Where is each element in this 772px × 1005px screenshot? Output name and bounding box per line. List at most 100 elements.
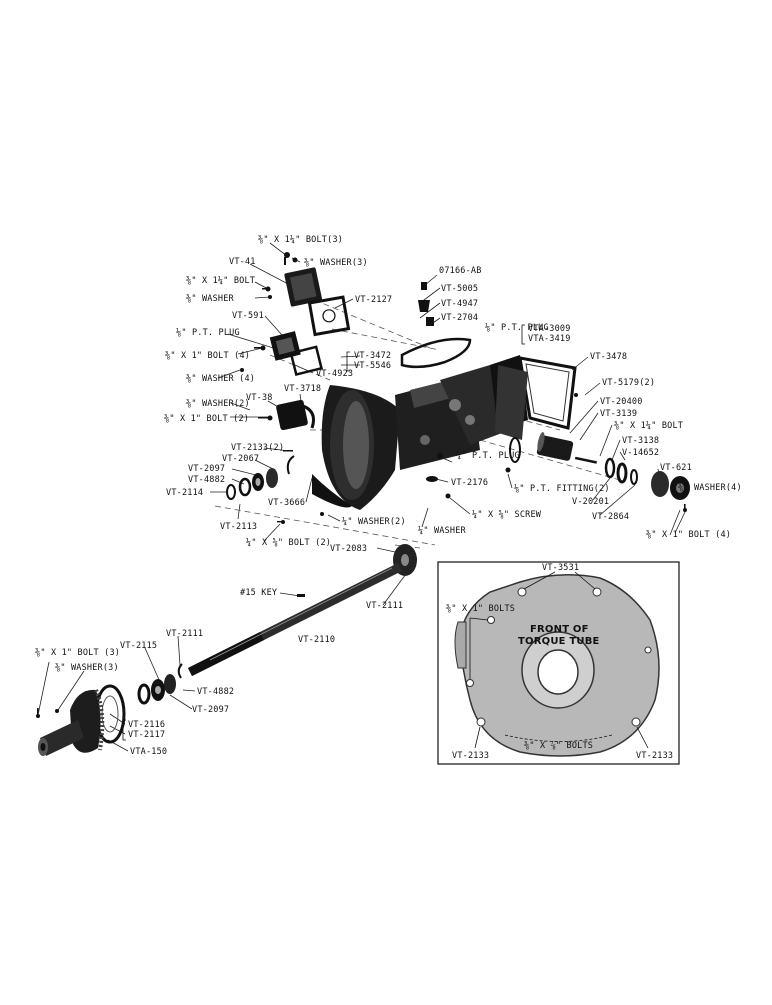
- label-vt38: VT-38: [246, 393, 273, 403]
- label-vt2116: VT-2116: [128, 720, 165, 730]
- bearing-stack-upper: [226, 455, 295, 500]
- label-vta3419: VTA-3419: [528, 334, 571, 344]
- bearing-retainer-vt20400: [536, 432, 574, 461]
- label-bolt-top: ⅜" X 1¼" BOLT(3): [258, 235, 343, 245]
- shield-vt3666: [312, 474, 352, 508]
- label-washer-2b: ¼" WASHER(2): [342, 517, 406, 527]
- label-washer-left: ⅜" WASHER: [186, 294, 235, 304]
- label-vt2097-low: VT-2097: [192, 705, 229, 715]
- label-washer4-right: ⅜" WASHER(4): [678, 483, 742, 493]
- label-pt-plug-top: ⅛" P.T. PLUG: [485, 323, 549, 333]
- label-vt2127: VT-2127: [355, 295, 392, 305]
- label-bolt4-right: ⅜" X 1" BOLT (4): [646, 530, 731, 540]
- bolt-vt3139: [574, 456, 597, 464]
- gasket-vt4923: [289, 345, 324, 377]
- label-v20201: V-20201: [572, 497, 609, 507]
- label-vta150: VTA-150: [130, 747, 167, 757]
- inset-vt2133-left: VT-2133: [452, 751, 489, 761]
- bolt-icon: [240, 345, 266, 372]
- label-bolt3-low: ⅜" X 1" BOLT (3): [35, 648, 120, 658]
- bolt-icon: [36, 708, 59, 718]
- label-bolt2: ⅜" X 1" BOLT (2): [164, 414, 249, 424]
- plug-icons: [426, 453, 511, 499]
- inset-vt3531: VT-3531: [542, 563, 579, 573]
- label-pt-plug-left: ⅛" P.T. PLUG: [176, 328, 240, 338]
- label-vt20400: VT-20400: [600, 397, 643, 407]
- label-vt2111-b: VT-2111: [166, 629, 203, 639]
- label-pt-plug-mid: ¼" P.T. PLUG: [456, 451, 520, 461]
- label-vt2864: VT-2864: [592, 512, 629, 522]
- label-vt2114: VT-2114: [166, 488, 203, 498]
- label-vt3472: VT-3472: [354, 351, 391, 361]
- label-vt41: VT-41: [229, 257, 256, 267]
- label-vt4882-top: VT-4882: [188, 475, 225, 485]
- label-v14652: V-14652: [622, 448, 659, 458]
- bracket-3472-5546: [346, 351, 350, 372]
- label-bolt-2b: ¼" X ⅝" BOLT (2): [246, 538, 331, 548]
- label-vt2097-top: VT-2097: [188, 464, 225, 474]
- cover-vt38: [276, 399, 308, 431]
- label-vt2115: VT-2115: [120, 641, 157, 651]
- label-vt3478: VT-3478: [590, 352, 627, 362]
- label-washer-mid: ¼" WASHER: [418, 526, 467, 536]
- inset-vt2133-right: VT-2133: [636, 751, 673, 761]
- label-vt2113: VT-2113: [220, 522, 257, 532]
- inset-bolts-left: ⅜" X 1" BOLTS: [446, 604, 515, 614]
- ring-gear-vta150: [38, 689, 105, 756]
- bolt-icon: [574, 393, 687, 512]
- part-labels: ⅜" X 1¼" BOLT(3) ⅜" WASHER(3) VT-41 ⅜" X…: [35, 235, 742, 757]
- label-screw: ¼" X ⅝" SCREW: [472, 510, 542, 520]
- label-washer2: ⅜" WASHER(2): [186, 399, 250, 409]
- label-vt3139: VT-3139: [600, 409, 637, 419]
- cover-plate-vt41: [284, 267, 323, 307]
- key-icon: [297, 594, 305, 597]
- label-bolt-left: ⅜" X 1¼" BOLT: [186, 276, 255, 286]
- label-washer3-low: ⅜" WASHER(3): [55, 663, 119, 673]
- inset-leaders: [469, 571, 649, 749]
- coupling-vt621: [651, 471, 690, 500]
- label-vt2110: VT-2110: [298, 635, 335, 645]
- gasket-vt3472: [400, 337, 472, 369]
- gasket-vt2127: [307, 295, 351, 337]
- seal-rings: [604, 457, 638, 485]
- leader-lines: [37, 242, 686, 752]
- breather-fittings: [418, 282, 434, 326]
- label-pt-fitting: ⅛" P.T. FITTING(2): [514, 484, 610, 494]
- inset-bolts-bottom: ⅜" X ⅞" BOLTS: [524, 741, 593, 751]
- label-vt2117: VT-2117: [128, 730, 165, 740]
- label-vt2083: VT-2083: [330, 544, 367, 554]
- bolt-icon: [277, 450, 324, 524]
- label-vt2176: VT-2176: [451, 478, 488, 488]
- inset-title-2: TORQUE TUBE: [518, 636, 600, 647]
- label-vta3009: VTA-3009: [528, 324, 571, 334]
- rear-cover-vt3478: [518, 356, 577, 430]
- label-07166: 07166-AB: [439, 266, 482, 276]
- gasket-oval: [509, 437, 521, 463]
- label-vt2704: VT-2704: [441, 313, 478, 323]
- label-vt5005: VT-5005: [441, 284, 478, 294]
- label-vt4882-low: VT-4882: [197, 687, 234, 697]
- parts: [36, 252, 690, 756]
- bolt-icon: [262, 252, 298, 299]
- label-vt5546: VT-5546: [354, 361, 391, 371]
- label-washer4-left: ⅜" WASHER (4): [186, 374, 255, 384]
- inset-title-1: FRONT OF: [530, 624, 589, 635]
- bolt-icon: [258, 415, 273, 421]
- label-vt3666: VT-3666: [268, 498, 305, 508]
- label-vt3138: VT-3138: [622, 436, 659, 446]
- label-vt2133-2: VT-2133(2): [231, 443, 284, 453]
- label-bolt-right: ⅜" X 1¼" BOLT: [614, 421, 683, 431]
- label-vt3718: VT-3718: [284, 384, 321, 394]
- bolt-holes: [466, 587, 652, 727]
- label-vt4923: VT-4923: [316, 369, 353, 379]
- label-vt591: VT-591: [232, 311, 264, 321]
- label-vt2067: VT-2067: [222, 454, 259, 464]
- label-vt621: VT-621: [660, 463, 692, 473]
- label-key15: #15 KEY: [240, 588, 277, 598]
- bracket-3009-3419: [521, 324, 525, 345]
- drive-shaft-vt2110: [188, 563, 402, 676]
- label-bolt4-left: ⅜" X 1" BOLT (4): [165, 351, 250, 361]
- bearing-stack-lower: [94, 663, 183, 744]
- label-vt2111-a: VT-2111: [366, 601, 403, 611]
